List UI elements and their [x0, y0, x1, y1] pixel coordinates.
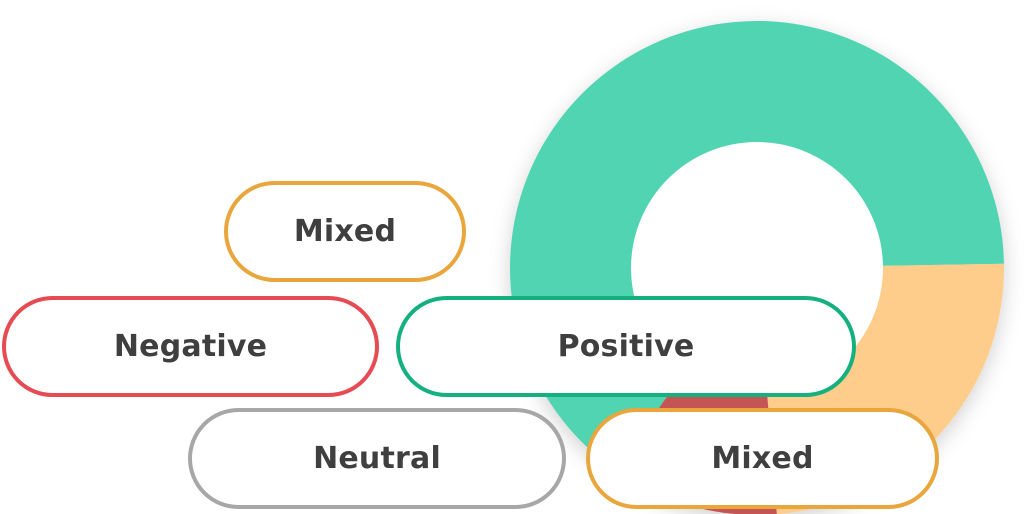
neutral-label-pill: Neutral	[188, 408, 566, 509]
positive-label-pill: Positive	[396, 296, 856, 397]
negative-label-pill: Negative	[2, 296, 379, 397]
mixed-label-pill: Mixed	[224, 181, 466, 282]
mixed-label-text: Mixed	[293, 214, 397, 249]
mixed-bottom-label-text: Mixed	[711, 441, 814, 476]
mixed-bottom-label-pill: Mixed	[586, 408, 939, 509]
negative-label-text: Negative	[113, 329, 268, 364]
neutral-label-text: Neutral	[313, 441, 441, 476]
positive-label-text: Positive	[557, 329, 695, 364]
